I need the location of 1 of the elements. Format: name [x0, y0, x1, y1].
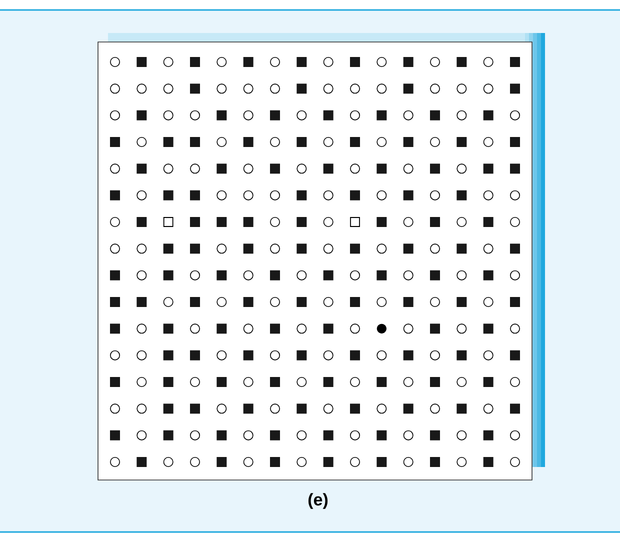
panel-label: (e) [308, 493, 328, 509]
